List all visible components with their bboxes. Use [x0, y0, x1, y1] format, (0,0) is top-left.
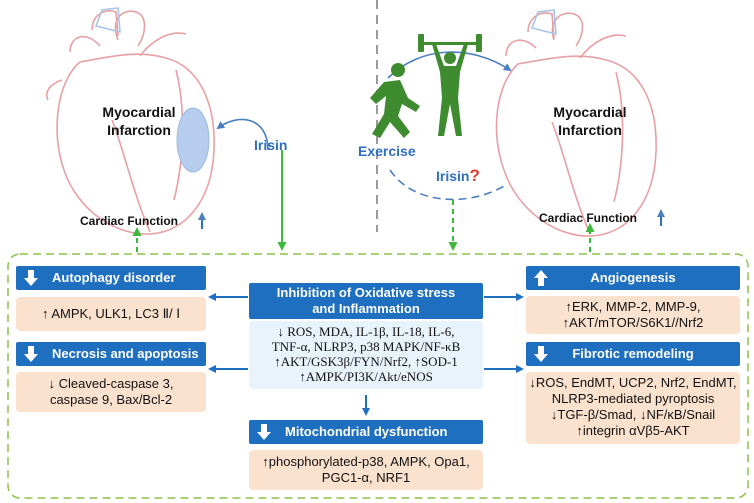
angio-header: Angiogenesis	[526, 266, 740, 290]
center-header-line1: Inhibition of Oxidative stress	[276, 285, 456, 300]
left-heart-title: Myocardial Infarction	[84, 103, 194, 139]
fibro-line: ↓ROS, EndMT, UCP2, Nrf2, EndMT,	[529, 375, 737, 390]
necrosis-header: Necrosis and apoptosis	[16, 342, 206, 366]
weightlifter-icon	[418, 34, 482, 136]
center-line: ↑AKT/GSK3β/FYN/Nrf2, ↑SOD-1	[274, 354, 458, 369]
center-body: ↓ ROS, MDA, IL-1β, IL-18, IL-6, TNF-α, N…	[249, 321, 483, 389]
right-heart-vessel	[530, 9, 557, 36]
left-heart-title-line2: Infarction	[107, 122, 171, 138]
runner-icon	[370, 63, 420, 138]
autophagy-header: Autophagy disorder	[16, 266, 206, 290]
left-heart-icon	[46, 10, 215, 235]
fibro-line: ↓TGF-β/Smad, ↓NF/κB/Snail	[550, 407, 716, 422]
down-arrow-icon	[24, 270, 38, 286]
left-infarct-area	[176, 107, 210, 173]
autophagy-line: ↑ AMPK, ULK1, LC3 Ⅱ/ Ⅰ	[41, 306, 181, 321]
angio-body: ↑ERK, MMP-2, MMP-9, ↑AKT/mTOR/S6K1//Nrf2	[526, 296, 740, 334]
left-irisin-label: Irisin	[254, 137, 288, 153]
fibro-line: NLRP3-mediated pyroptosis	[551, 391, 715, 406]
center-header-line2: and Inflammation	[312, 301, 420, 316]
mito-line: PGC1-α, NRF1	[321, 470, 411, 485]
center-line: TNF-α, NLRP3, p38 MAPK/NF-κB	[271, 339, 461, 354]
left-cardiac-function-label: Cardiac Function	[80, 214, 179, 228]
fibro-line: ↑integrin αVβ5-AKT	[576, 423, 690, 438]
fibro-header: Fibrotic remodeling	[526, 342, 740, 366]
center-header: Inhibition of Oxidative stress and Infla…	[249, 283, 483, 319]
necrosis-line: caspase 9, Bax/Bcl-2	[49, 392, 173, 407]
necrosis-title: Necrosis and apoptosis	[52, 346, 199, 361]
right-heart-title-line2: Infarction	[558, 122, 622, 138]
right-irisin-text: Irisin	[436, 168, 470, 184]
irisin-question-mark: ?	[469, 166, 480, 185]
autophagy-body: ↑ AMPK, ULK1, LC3 Ⅱ/ Ⅰ	[16, 297, 206, 331]
mechanism-frame	[7, 253, 749, 499]
fibro-body: ↓ROS, EndMT, UCP2, Nrf2, EndMT, NLRP3-me…	[526, 372, 740, 444]
down-arrow-icon	[534, 346, 548, 362]
right-cardiac-function-label: Cardiac Function	[539, 211, 638, 225]
necrosis-line: ↓ Cleaved-caspase 3,	[48, 376, 174, 391]
down-arrow-icon	[257, 424, 271, 440]
irisin-dashed-arc	[389, 169, 505, 201]
left-heart-vessel	[94, 7, 121, 34]
angio-line: ↑ERK, MMP-2, MMP-9,	[565, 299, 701, 314]
fibro-title: Fibrotic remodeling	[572, 346, 694, 361]
angio-title: Angiogenesis	[590, 270, 676, 285]
mito-line: ↑phosphorylated-p38, AMPK, Opa1,	[262, 454, 470, 469]
autophagy-title: Autophagy disorder	[52, 270, 176, 285]
up-arrow-icon	[534, 270, 548, 286]
mito-header: Mitochondrial dysfunction	[249, 420, 483, 444]
right-heart-title-line1: Myocardial	[553, 104, 627, 120]
right-heart-title: Myocardial Infarction	[535, 103, 645, 139]
center-line: ↑AMPK/PI3K/Akt/eNOS	[299, 369, 433, 384]
angio-line: ↑AKT/mTOR/S6K1//Nrf2	[562, 315, 704, 330]
exercise-label: Exercise	[358, 143, 416, 159]
right-irisin-label: Irisin?	[436, 166, 480, 186]
left-heart-title-line1: Myocardial	[102, 104, 176, 120]
irisin-to-heart-arrow	[216, 118, 269, 151]
mito-title: Mitochondrial dysfunction	[285, 424, 448, 439]
mito-body: ↑phosphorylated-p38, AMPK, Opa1, PGC1-α,…	[249, 450, 483, 490]
down-arrow-icon	[24, 346, 38, 362]
necrosis-body: ↓ Cleaved-caspase 3, caspase 9, Bax/Bcl-…	[16, 372, 206, 412]
center-line: ↓ ROS, MDA, IL-1β, IL-18, IL-6,	[277, 324, 455, 339]
